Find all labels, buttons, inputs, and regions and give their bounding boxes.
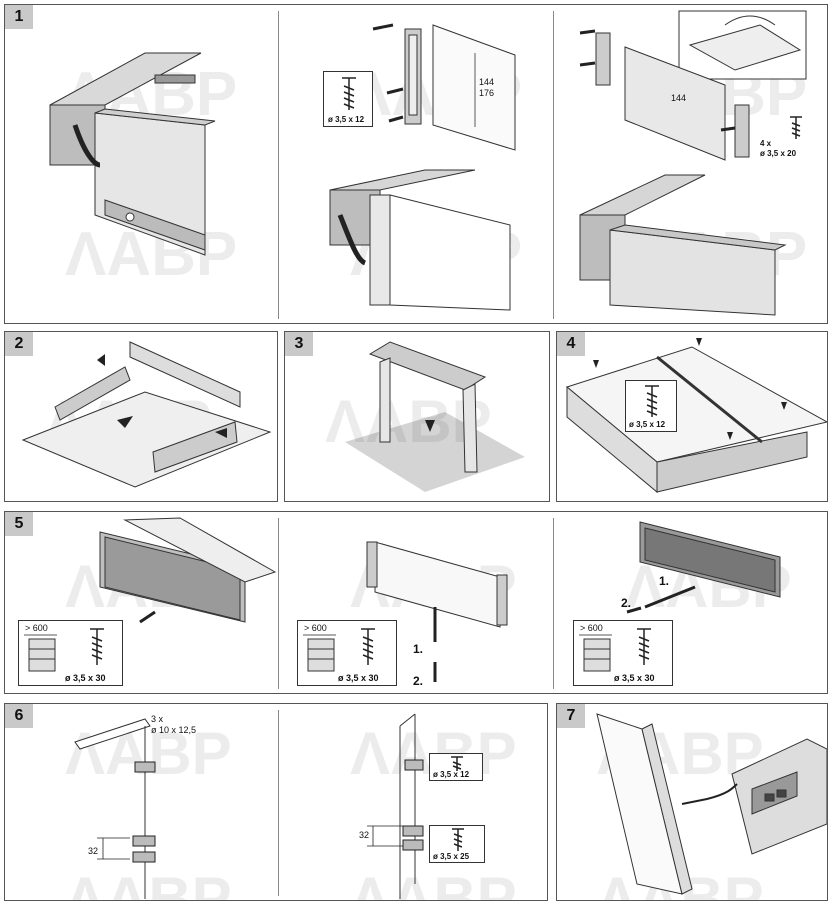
step-3-illustration: ΛABP <box>325 341 525 492</box>
step-label-1b: 1. <box>659 574 670 588</box>
spacing-32: 32 <box>88 846 99 856</box>
step-6-illustration: ΛABP ΛABP ΛABP ΛABP <box>65 713 517 901</box>
svg-text:ΛABP: ΛABP <box>65 865 232 901</box>
screw-spec-label: ø 3,5 x 12 <box>328 115 365 124</box>
front-panel-plate <box>624 46 726 161</box>
step-7-panel: 7 ΛABP ΛABP <box>556 703 828 901</box>
step-3-number: 3 <box>285 332 313 356</box>
panel-divider <box>553 518 554 689</box>
step-5-illustration: ΛABP ΛABP ΛABP <box>65 517 792 682</box>
spec-box-2: > 600 ø 3,5 x 30 <box>297 620 397 686</box>
step-label-2: 2. <box>413 674 424 688</box>
step-2-panel: 2 ΛABP <box>4 331 278 502</box>
spec-box-3: > 600 ø 3,5 x 30 <box>573 620 673 686</box>
panel-divider <box>553 11 554 319</box>
front-panel-edge <box>432 24 516 151</box>
step-2-number: 2 <box>5 332 33 356</box>
step-1-panel: 1 ΛABP ΛABP ΛABP ΛABP ΛABP ΛABP <box>4 4 828 324</box>
step-5-panel: 5 ΛABP ΛABP ΛABP 1. 2. 1. 2. > 600 <box>4 511 828 694</box>
panel-divider <box>278 11 279 319</box>
step-5-number: 5 <box>5 512 33 536</box>
panel-divider <box>278 518 279 689</box>
svg-text:ΛABP: ΛABP <box>350 865 517 901</box>
drawer-front-panel <box>94 108 216 256</box>
dimension-144: 144 <box>479 77 494 87</box>
step-3-panel: 3 ΛABP <box>284 331 550 502</box>
dimension-144-b: 144 <box>671 93 686 103</box>
step-2-illustration: ΛABP <box>21 341 272 488</box>
hole-spec: ø 10 x 12,5 <box>151 725 197 735</box>
spec-box-1: > 600 ø 3,5 x 30 <box>18 620 123 686</box>
step-4-number: 4 <box>557 332 585 356</box>
hole-count: 3 x <box>151 714 164 724</box>
front-bracket <box>404 28 422 125</box>
screw-box-b: ø 3,5 x 25 <box>429 825 485 863</box>
step-1-number: 1 <box>5 5 33 29</box>
step-6-number: 6 <box>5 704 33 728</box>
step-1-illustration: ΛABP ΛABP ΛABP ΛABP ΛABP ΛABP 144 176 <box>49 10 807 316</box>
step-6-panel: 6 ΛABP ΛABP ΛABP ΛABP 3 <box>4 703 548 901</box>
step-label-1: 1. <box>413 642 424 656</box>
screw-box-a: ø 3,5 x 12 <box>429 753 483 781</box>
step-label-2b: 2. <box>621 596 632 610</box>
screw-spec-box: ø 3,5 x 12 <box>323 71 373 127</box>
dimension-176: 176 <box>479 88 494 98</box>
screw-icon <box>372 23 404 123</box>
svg-text:ΛABP: ΛABP <box>65 720 232 787</box>
step-4-illustration: ΛABP <box>565 338 827 494</box>
step-7-illustration: ΛABP ΛABP <box>596 713 827 900</box>
step-4-panel: 4 ΛABP ø 3,5 x 12 <box>556 331 828 502</box>
panel-divider <box>278 710 279 896</box>
step-7-number: 7 <box>557 704 585 728</box>
screw-spec-box-b: 4 x ø 3,5 x 20 <box>760 115 815 159</box>
screw-spec-box: ø 3,5 x 12 <box>625 380 677 432</box>
spacing-32-b: 32 <box>359 830 370 840</box>
